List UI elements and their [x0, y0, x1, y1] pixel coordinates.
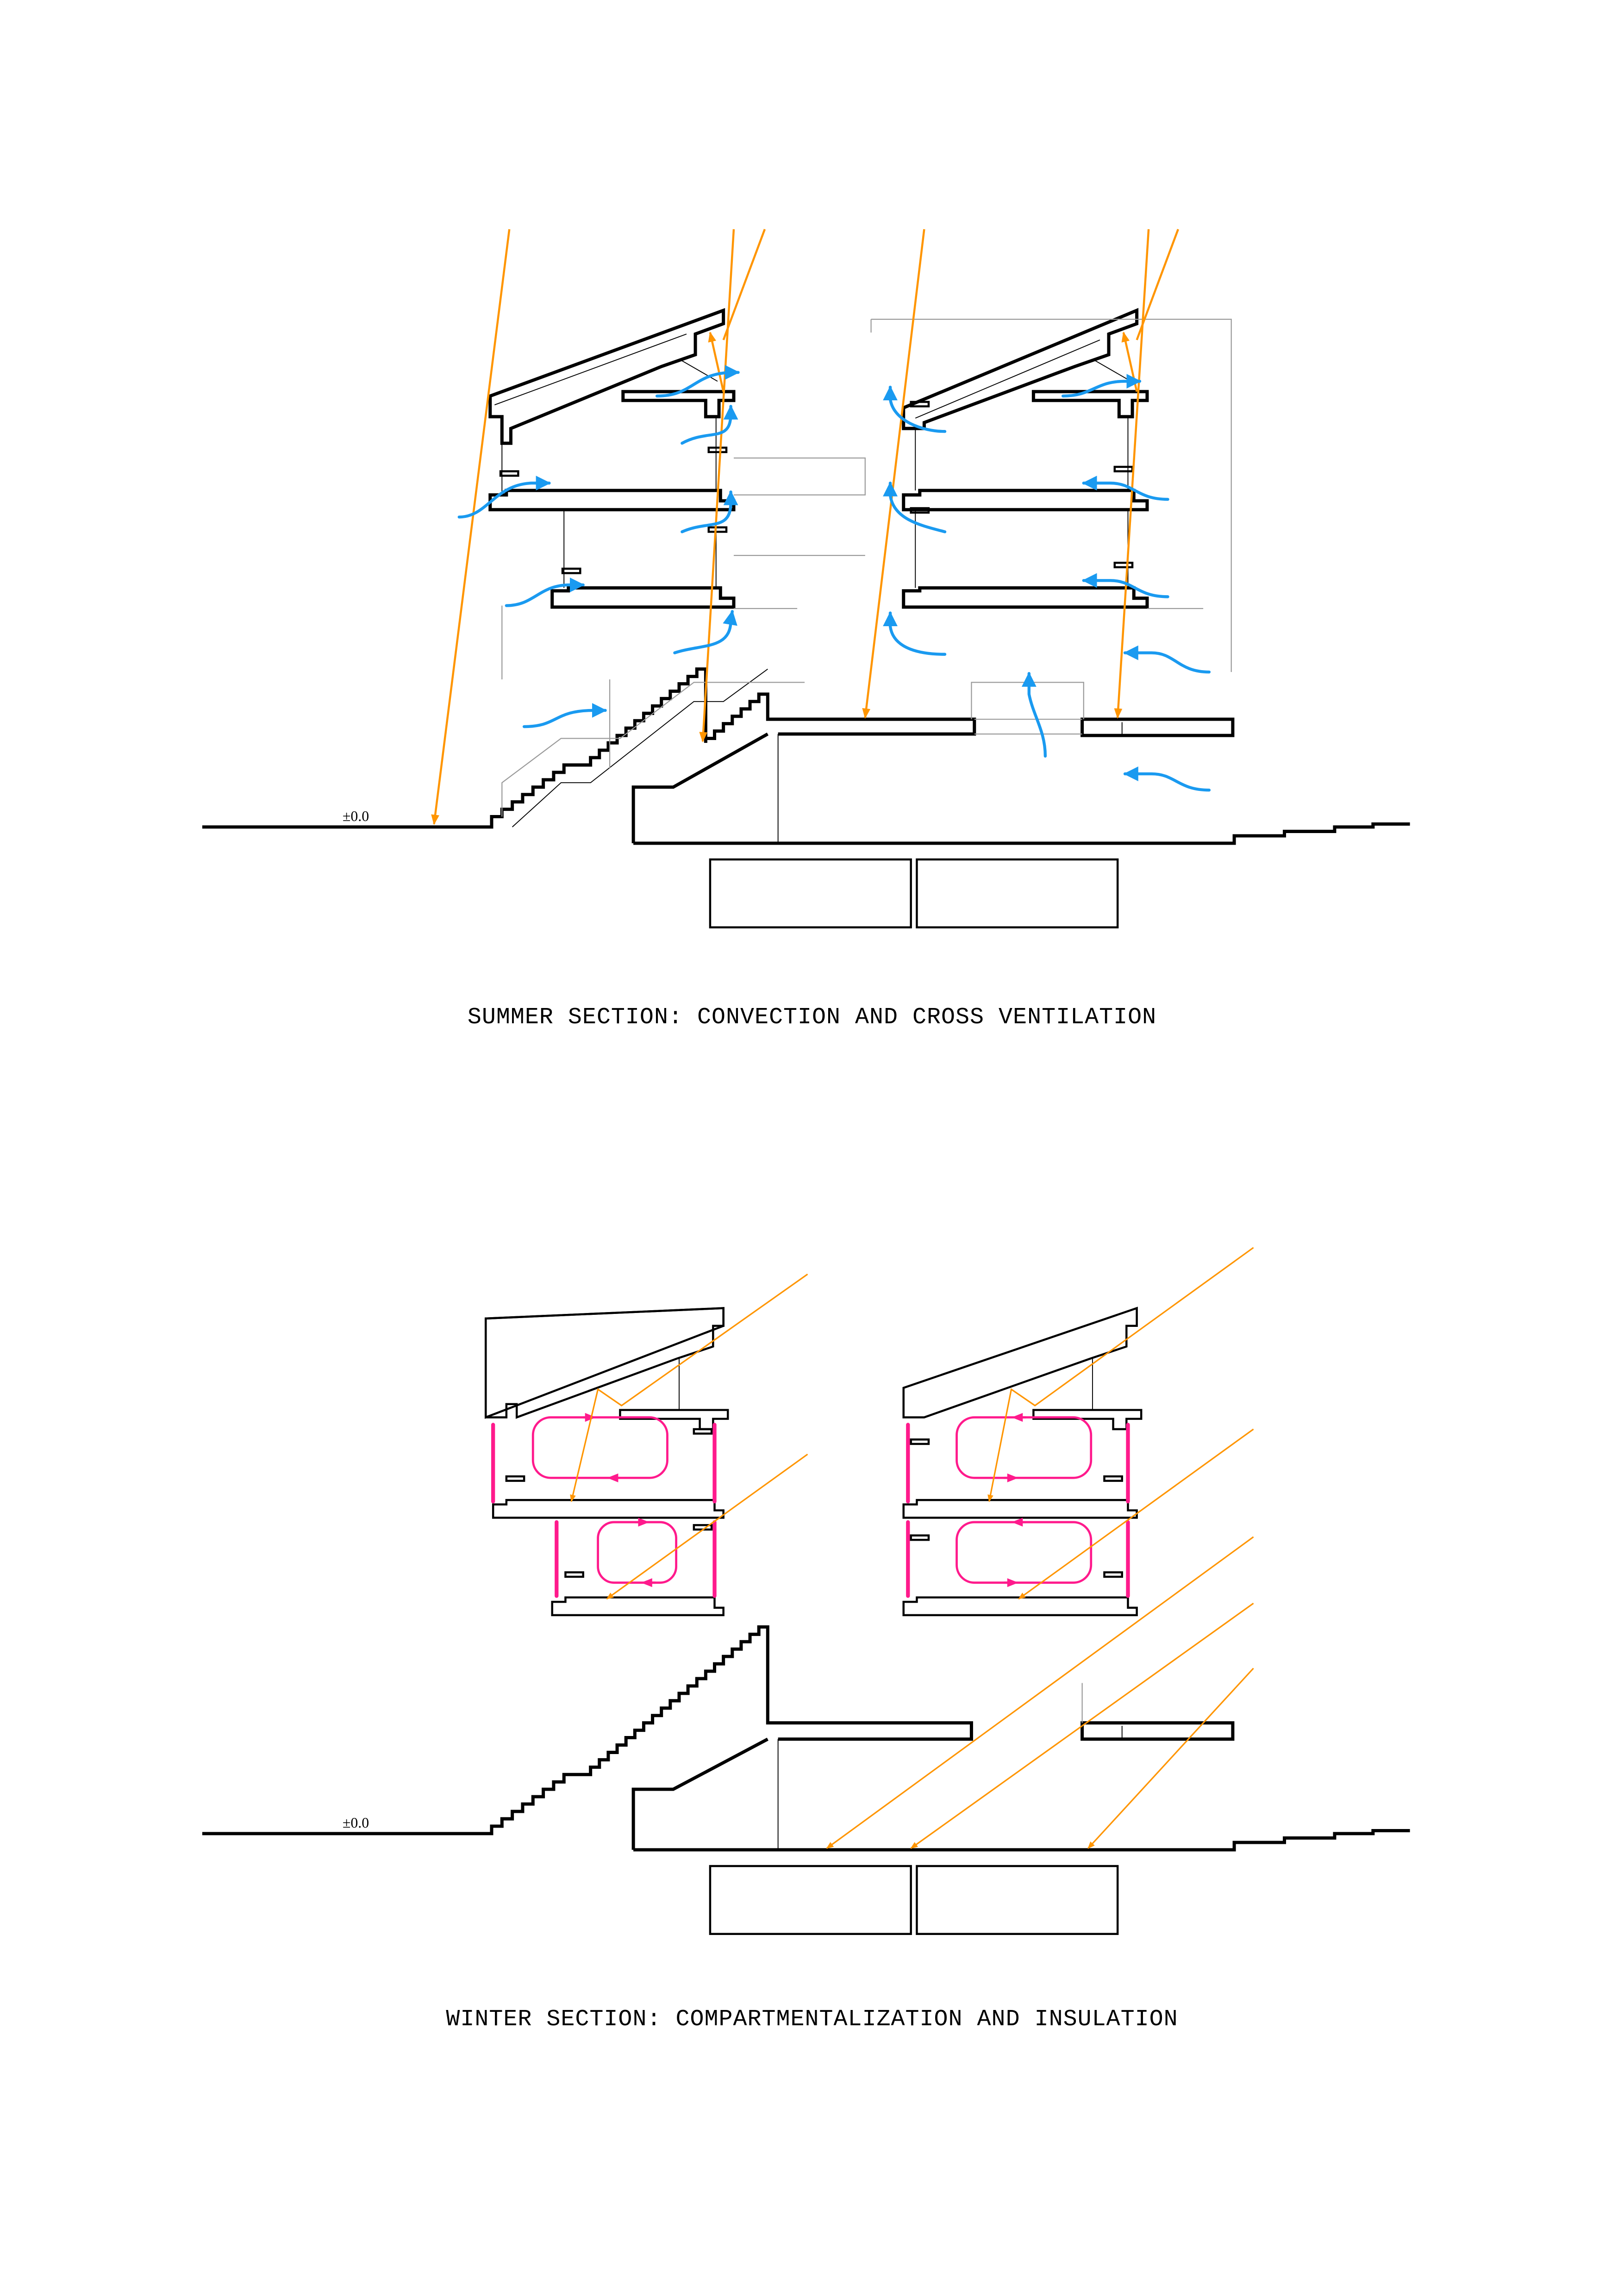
- winter-caption: WINTER SECTION: COMPARTMENTALIZATION AND…: [446, 2006, 1178, 2033]
- summer-foundation: [709, 858, 1119, 928]
- summer-sun-rays: [431, 229, 1179, 825]
- sun-ray-icon: [1114, 229, 1150, 719]
- airflow-arrow-icon: [883, 481, 947, 534]
- winter-ground: ±0.0: [202, 1625, 1410, 1852]
- sun-ray-icon: [699, 229, 735, 743]
- sun-ray-icon: [862, 229, 925, 719]
- airflow-arrow-icon: [883, 386, 947, 433]
- airflow-arrow-icon: [457, 475, 551, 519]
- airflow-arrow-icon: [1061, 373, 1142, 398]
- sun-ray-icon: [1136, 229, 1179, 341]
- winter-foundation: [709, 1865, 1119, 1935]
- summer-section: ±0.0: [202, 229, 1410, 928]
- airflow-arrow-icon: [655, 365, 740, 398]
- airflow-arrow-icon: [1021, 672, 1047, 758]
- sun-ray-icon: [722, 229, 766, 341]
- summer-level-label: ±0.0: [343, 808, 369, 824]
- summer-caption: SUMMER SECTION: CONVECTION AND CROSS VEN…: [467, 1004, 1157, 1031]
- winter-house-right: [902, 1307, 1143, 1617]
- winter-section: ±0.0: [202, 1247, 1410, 1935]
- sun-ray-icon: [1087, 1668, 1254, 1849]
- airflow-arrow-icon: [681, 490, 738, 534]
- summer-guides: [733, 457, 1204, 610]
- winter-sun-rays: [570, 1247, 1254, 1849]
- airflow-arrow-icon: [522, 703, 607, 728]
- sun-ray-icon: [570, 1273, 808, 1502]
- summer-air-flows: [457, 365, 1211, 792]
- sun-reflect-icon: [708, 331, 725, 392]
- airflow-arrow-icon: [1082, 573, 1169, 598]
- sun-ray-icon: [910, 1603, 1254, 1849]
- summer-house-right: [870, 308, 1232, 672]
- airflow-arrow-icon: [1082, 475, 1169, 501]
- sun-ray-icon: [431, 229, 511, 825]
- summer-house-left: [488, 308, 736, 609]
- air-loop-icon: [597, 1521, 677, 1584]
- airflow-arrow-icon: [883, 611, 947, 656]
- sun-ray-icon: [606, 1453, 808, 1600]
- airflow-arrow-icon: [505, 577, 585, 607]
- winter-heat-loops: [491, 1412, 1130, 1598]
- airflow-arrow-icon: [673, 610, 737, 654]
- summer-ground: ±0.0: [202, 605, 1410, 845]
- sun-ray-icon: [1018, 1428, 1254, 1600]
- air-loop-icon: [956, 1416, 1093, 1479]
- winter-house-left: [484, 1307, 729, 1617]
- air-loop-icon: [956, 1521, 1093, 1584]
- sun-ray-icon: [826, 1536, 1254, 1849]
- airflow-arrow-icon: [1123, 766, 1211, 792]
- sun-ray-icon: [987, 1247, 1254, 1502]
- air-loop-icon: [531, 1416, 668, 1479]
- airflow-arrow-icon: [681, 404, 738, 445]
- airflow-arrow-icon: [1123, 645, 1211, 674]
- winter-level-label: ±0.0: [343, 1815, 369, 1831]
